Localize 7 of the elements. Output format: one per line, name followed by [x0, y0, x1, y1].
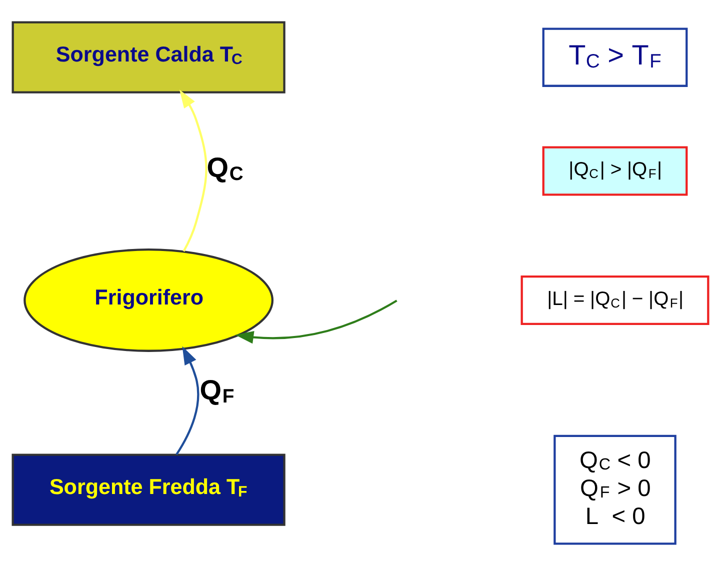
- arrow: [235, 300, 398, 344]
- node-box: |QC| > |QF|: [542, 146, 688, 196]
- node-box: QC < 0 QF > 0 L < 0: [554, 434, 676, 545]
- arrow: [179, 90, 208, 252]
- arrow: [176, 346, 200, 456]
- node-ellipse: Frigorifero: [24, 248, 274, 352]
- node-box: |L| = |QC| − |QF|: [520, 275, 710, 326]
